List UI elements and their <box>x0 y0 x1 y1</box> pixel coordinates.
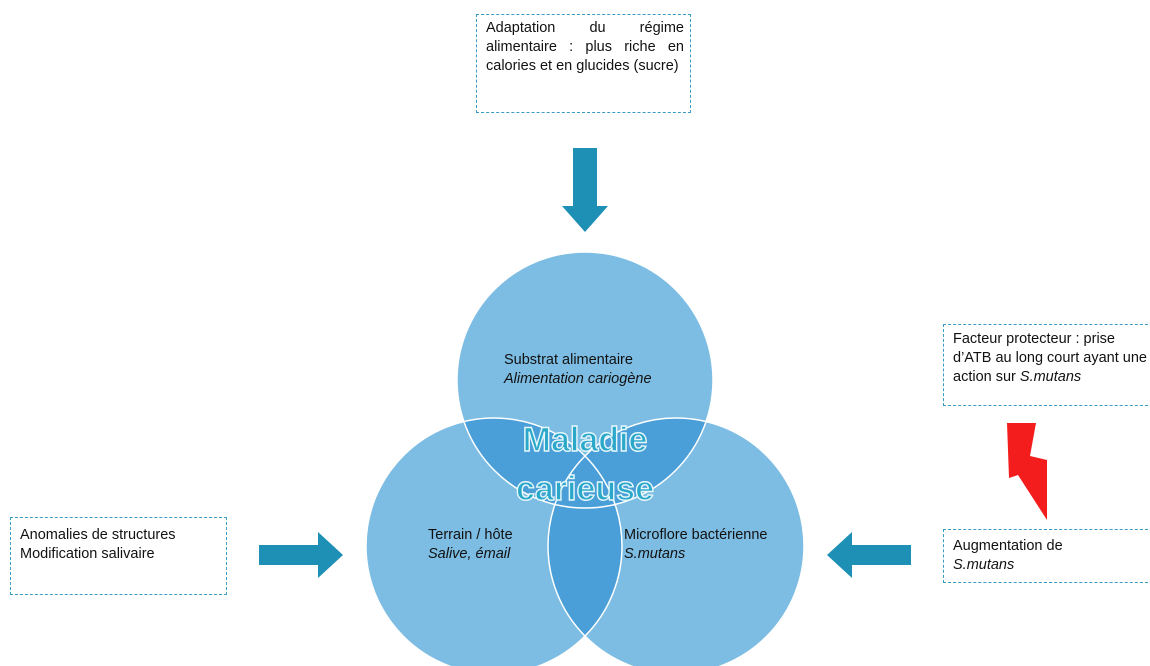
note-increase-line1: Augmentation de <box>953 538 1063 554</box>
arrow-right-icon <box>259 532 343 578</box>
circle-label-microflore: Microflore bactérienne S.mutans <box>624 526 767 564</box>
note-host-line2: Modification salivaire <box>20 546 155 562</box>
note-host-line1: Anomalies de structures <box>20 527 176 543</box>
circle-terrain-border <box>365 417 623 666</box>
note-smutans-increase: Augmentation de S.mutans <box>943 529 1150 583</box>
note-diet-adaptation: Adaptation du régime alimentaire : plus … <box>476 14 691 113</box>
circle-microflore-border <box>547 417 805 666</box>
note-host-anomalies: Anomalies de structures Modification sal… <box>10 517 227 595</box>
arrow-down-icon <box>562 148 608 232</box>
circle-label-substrat: Substrat alimentaire Alimentation cariog… <box>504 351 652 389</box>
circle-substrat-border <box>456 251 714 509</box>
overlap-substrat-terrain <box>457 418 622 508</box>
microflore-subtitle: S.mutans <box>624 546 686 562</box>
note-protective-text: Facteur protecteur : prise d’ATB au long… <box>953 330 1149 387</box>
overlap-substrat-microflore <box>548 418 713 508</box>
terrain-subtitle: Salive, émail <box>428 546 511 562</box>
microflore-title: Microflore bactérienne <box>624 527 768 543</box>
terrain-title: Terrain / hôte <box>428 527 513 543</box>
substrat-subtitle: Alimentation cariogène <box>504 371 652 387</box>
note-protective-factor: Facteur protecteur : prise d’ATB au long… <box>943 324 1150 406</box>
note-diet-text: Adaptation du régime alimentaire : plus … <box>486 20 684 74</box>
note-protective-line1: Facteur protecteur : prise d’ATB au long… <box>953 331 1147 385</box>
center-title-line2: carieuse <box>516 470 654 508</box>
circle-label-terrain: Terrain / hôte Salive, émail <box>428 526 513 564</box>
substrat-title: Substrat alimentaire <box>504 352 633 368</box>
note-protective-smutans: S.mutans <box>1019 369 1082 385</box>
note-increase-line2: S.mutans <box>953 557 1015 573</box>
center-title-line1: Maladie <box>523 421 648 459</box>
arrow-left-icon <box>827 532 911 578</box>
lightning-icon <box>1007 423 1047 520</box>
